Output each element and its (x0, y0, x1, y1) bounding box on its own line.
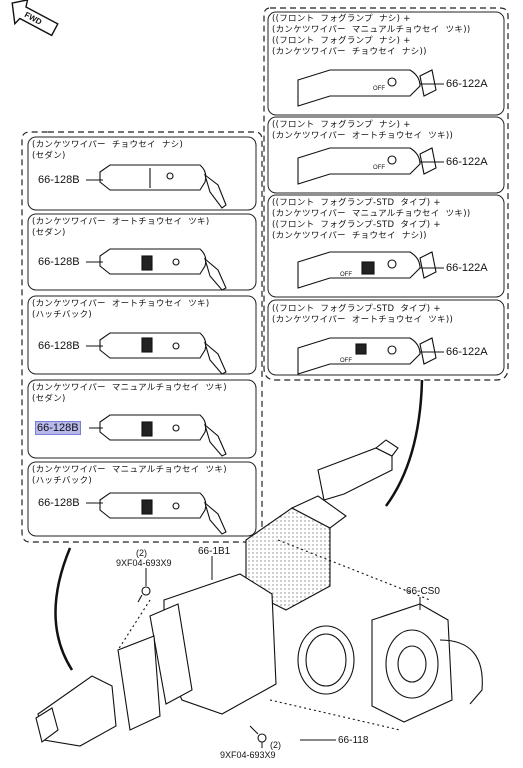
right-panel-4-line-2: (カンケツワイパー オートチョウセイ ツキ)) (272, 315, 454, 325)
left-panel-1-part: 66-128B (38, 174, 80, 186)
fwd-arrow-icon (11, 0, 59, 37)
leader-lines (86, 83, 444, 504)
left-panel-2-part: 66-128B (38, 256, 80, 268)
switch-off-mark-2: OFF (373, 165, 385, 171)
left-panel-4-line-2: (セダン) (32, 394, 66, 404)
left-panel-3-line-2: (ハッチバック) (32, 310, 93, 320)
bottom-leader-lines (145, 556, 421, 748)
right-panel-4-line-1: ((フロント フォグランプ-STD タイプ) + (272, 304, 441, 314)
screw-bottom-part: 9XF04-693X9 (220, 750, 276, 760)
left-panel-3-line-1: (カンケツワイパー オートチョウセイ ツキ) (32, 299, 210, 309)
right-panel-frames (267, 11, 505, 376)
screw-top-part: 9XF04-693X9 (116, 558, 172, 568)
clockspring-part: 66-CS0 (406, 586, 440, 597)
screw-top-qty: (2) (136, 548, 147, 558)
right-panel-1-part: 66-122A (446, 78, 488, 90)
left-group-outline (21, 131, 263, 543)
left-switch-drawings (99, 164, 227, 535)
left-panel-5-line-2: (ハッチバック) (32, 476, 93, 486)
left-panel-2-line-1: (カンケツワイパー オートチョウセイ ツキ) (32, 217, 210, 227)
left-panel-4-line-1: (カンケツワイパー マニュアルチョウセイ ツキ) (32, 383, 227, 393)
left-panel-1-line-2: (セダン) (32, 151, 66, 161)
left-panel-1-line-1: (カンケツワイパー チョウセイ ナシ) (32, 140, 184, 150)
right-panel-2-line-1: ((フロント フォグランプ ナシ) + (272, 120, 411, 130)
left-panel-2-line-2: (セダン) (32, 228, 66, 238)
right-panel-3-line-1: ((フロント フォグランプ-STD タイプ) + (272, 198, 441, 208)
right-panel-1-line-4: (カンケツワイパー チョウセイ ナシ)) (272, 47, 427, 57)
right-switch-drawings (297, 69, 437, 375)
right-panel-1-line-2: (カンケツワイパー マニュアルチョウセイ ツキ)) (272, 25, 471, 35)
switch-off-mark-3: OFF (340, 272, 352, 278)
switch-off-mark-4: OFF (340, 358, 352, 364)
left-panel-frames (27, 136, 257, 537)
right-panel-1-line-3: ((フロント フォグランプ ナシ) + (272, 36, 411, 46)
left-panel-5-part: 66-128B (38, 497, 80, 509)
right-panel-2-line-2: (カンケツワイパー オートチョウセイ ツキ)) (272, 131, 454, 141)
right-group-outline (263, 7, 509, 381)
housing-part: 66-1B1 (198, 546, 231, 557)
ring-part: 66-118 (338, 735, 369, 746)
right-panel-3-line-4: (カンケツワイパー チョウセイ ナシ)) (272, 231, 427, 241)
right-panel-3-line-3: ((フロント フォグランプ-STD タイプ) + (272, 220, 441, 230)
right-panel-1-line-1: ((フロント フォグランプ ナシ) + (272, 14, 411, 24)
screw-bottom-qty: (2) (270, 740, 281, 750)
right-panel-2-part: 66-122A (446, 156, 488, 168)
left-panel-5-line-1: (カンケツワイパー マニュアルチョウセイ ツキ) (32, 465, 227, 475)
right-panel-3-line-2: (カンケツワイパー マニュアルチョウセイ ツキ)) (272, 209, 471, 219)
right-panel-3-part: 66-122A (446, 262, 488, 274)
assembly-arrows (54, 379, 424, 671)
left-panel-3-part: 66-128B (38, 340, 80, 352)
combination-switch-assembly (35, 439, 483, 747)
right-panel-4-part: 66-122A (446, 346, 488, 358)
left-panel-4-part-highlighted[interactable]: 66-128B (35, 421, 81, 435)
switch-off-mark-1: OFF (373, 86, 385, 92)
